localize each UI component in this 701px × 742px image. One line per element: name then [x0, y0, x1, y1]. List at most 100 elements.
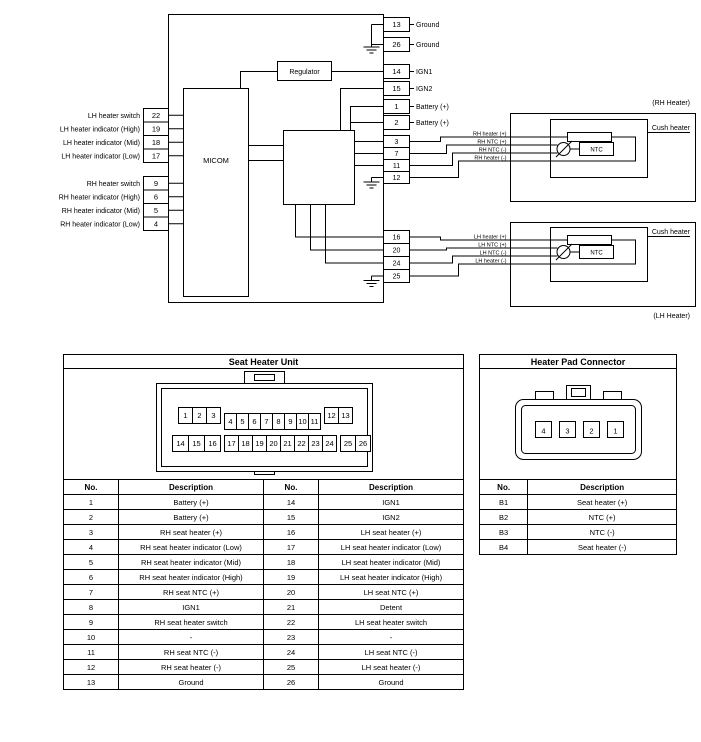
left-pin-9: 9 RH heater switch	[87, 176, 184, 191]
description-cell: RH seat heater switch	[118, 614, 264, 630]
pin-label: Ground	[416, 22, 439, 29]
pin-number-cell: 8	[63, 599, 119, 615]
svg-text:24: 24	[325, 439, 333, 448]
svg-text:4: 4	[228, 417, 232, 426]
description-cell: NTC (-)	[527, 524, 677, 540]
micom-label: MICOM	[203, 156, 229, 165]
lh-pin-25: 25 LH heater (-)	[383, 259, 511, 283]
pin-label: RH heater switch	[87, 181, 140, 188]
description-cell: RH seat NTC (+)	[118, 584, 264, 600]
pin-label: LH heater indicator (Mid)	[63, 140, 140, 147]
power-pin-1: 1 Battery (+)	[383, 99, 449, 114]
description-cell: IGN2	[317, 509, 465, 525]
description-cell: -	[317, 629, 465, 645]
lh-heater-assembly: Cush heater NTC (LH Heater)	[510, 222, 696, 320]
svg-text:15: 15	[192, 439, 200, 448]
pin-number: 6	[154, 192, 158, 201]
rh-pin-3: 3 RH heater (+)	[383, 132, 511, 148]
pin-number-cell: 25	[263, 659, 319, 675]
power-pin-26: 26 Ground	[383, 37, 439, 52]
internal-wires	[240, 71, 384, 264]
pin-number: 17	[152, 151, 160, 160]
svg-text:3: 3	[565, 427, 569, 436]
svg-text:14: 14	[176, 439, 184, 448]
svg-text:25: 25	[343, 439, 351, 448]
rh-pin-12: 12 RH heater (-)	[383, 156, 511, 184]
wire-label: RH NTC (+)	[477, 140, 506, 146]
pin-number: 24	[393, 261, 401, 268]
pin-number-cell: 13	[63, 674, 119, 690]
wire-label: LH NTC (+)	[478, 243, 506, 249]
svg-text:22: 22	[297, 439, 305, 448]
description-cell: NTC (+)	[527, 509, 677, 525]
left-pin-5: 5 RH heater indicator (Mid)	[62, 203, 184, 218]
pin-number-cell: 26	[263, 674, 319, 690]
left-pin-6: 6 RH heater indicator (High)	[59, 189, 184, 204]
description-cell: RH seat NTC (-)	[118, 644, 264, 660]
svg-text:18: 18	[241, 439, 249, 448]
column-header: Description	[118, 479, 264, 495]
pin-number-cell: 4	[63, 539, 119, 555]
wire-label: RH heater (-)	[474, 156, 506, 162]
pin-number: 3	[395, 139, 399, 146]
pin-number-cell: B4	[478, 539, 529, 555]
ground-symbol-rh	[363, 177, 384, 189]
pin-number: 11	[393, 163, 400, 170]
pin-number: 16	[393, 235, 401, 242]
connector-pin-row-2: 14 15 16 17 18	[171, 435, 371, 452]
pin-number: 15	[392, 84, 400, 93]
power-pin-2: 2 Battery (+)	[383, 115, 449, 130]
pin-number: 7	[395, 151, 399, 158]
left-pin-4: 4 RH heater indicator (Low)	[60, 216, 184, 231]
pin-number: 13	[392, 20, 400, 29]
column-header: No.	[63, 479, 119, 495]
pin-number: 12	[393, 175, 401, 182]
wire-label: RH NTC (-)	[479, 148, 507, 154]
description-cell: RH seat heater indicator (Mid)	[118, 554, 264, 570]
pin-label: RH heater indicator (Low)	[60, 221, 140, 228]
description-cell: LH seat NTC (+)	[317, 584, 465, 600]
svg-text:7: 7	[264, 417, 268, 426]
pin-number: 14	[392, 67, 400, 76]
column-header: Description	[527, 479, 677, 495]
pin-number-cell: B2	[478, 509, 529, 525]
svg-text:16: 16	[208, 439, 216, 448]
description-cell: Ground	[118, 674, 264, 690]
rh-heater-title: (RH Heater)	[652, 100, 690, 107]
heater-element-symbol	[567, 132, 612, 142]
connector-pin-row-1: 1 2 3 4 5	[177, 407, 353, 430]
pin-number: 4	[154, 219, 158, 228]
heater-element-symbol	[567, 235, 612, 245]
header-row: No. Description	[478, 479, 677, 495]
left-pin-19: 19 LH heater indicator (High)	[60, 121, 184, 136]
cush-heater-label: Cush heater	[652, 125, 691, 132]
regulator-block: Regulator	[277, 61, 332, 81]
lh-pin-16: 16 LH heater (+)	[383, 230, 511, 244]
power-pin-13: 13 Ground	[383, 17, 439, 32]
description-cell: Ground	[317, 674, 465, 690]
svg-text:19: 19	[255, 439, 263, 448]
pin-number: 22	[152, 111, 160, 120]
table-row: 10-23-	[63, 629, 465, 645]
svg-text:21: 21	[283, 439, 291, 448]
pin-number-cell: 14	[263, 494, 319, 510]
pin-number-cell: B1	[478, 494, 529, 510]
description-cell: RH seat heater (-)	[118, 659, 264, 675]
lh-pin-24: 24 LH NTC (-)	[383, 251, 511, 270]
pin-number-cell: 7	[63, 584, 119, 600]
pin-label: RH heater indicator (Mid)	[62, 208, 140, 215]
pin-number: 26	[392, 40, 400, 49]
svg-text:26: 26	[358, 439, 366, 448]
description-cell: LH seat heater indicator (Mid)	[317, 554, 465, 570]
svg-text:10: 10	[298, 417, 306, 426]
pin-label: LH heater indicator (High)	[60, 126, 140, 133]
pin-number-cell: 3	[63, 524, 119, 540]
